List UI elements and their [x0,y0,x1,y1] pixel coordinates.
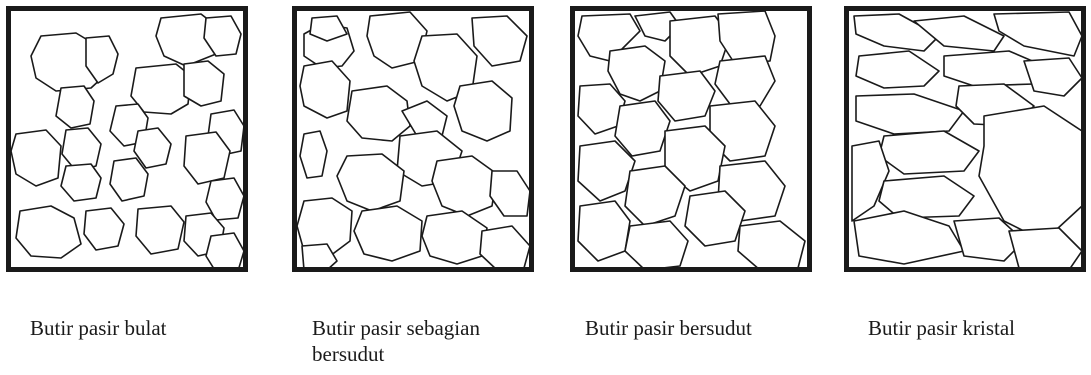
panel-angular-grains [570,6,812,272]
panel-crystal-grains [844,6,1086,272]
angular-grains-illustration [570,6,812,272]
panel-subrounded-grains [292,6,534,272]
caption-crystal: Butir pasir kristal [868,315,1015,341]
subrounded-grains-illustration [292,6,534,272]
caption-rounded: Butir pasir bulat [30,315,166,341]
crystal-grains-illustration [844,6,1086,272]
grain-group [297,12,530,270]
grain-group [852,12,1082,270]
rounded-grains-illustration [6,6,248,272]
caption-subrounded-line2: bersudut [312,341,480,367]
caption-angular-line1: Butir pasir bersudut [585,315,752,341]
caption-angular: Butir pasir bersudut [585,315,752,341]
caption-rounded-line1: Butir pasir bulat [30,315,166,341]
caption-subrounded: Butir pasir sebagian bersudut [312,315,480,367]
caption-crystal-line1: Butir pasir kristal [868,315,1015,341]
grain-group [11,14,244,272]
panel-rounded-grains [6,6,248,272]
grain-group [578,11,805,270]
caption-subrounded-line1: Butir pasir sebagian [312,315,480,341]
